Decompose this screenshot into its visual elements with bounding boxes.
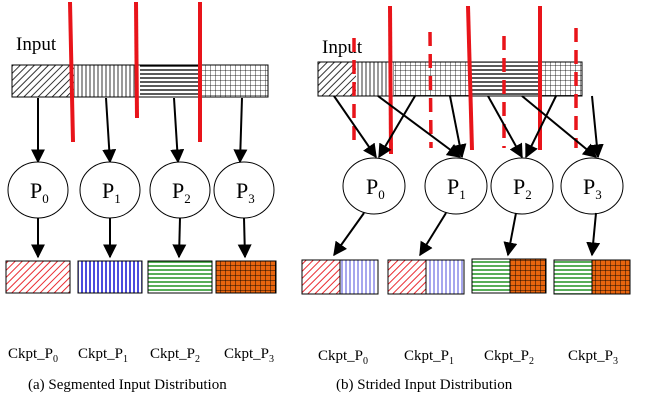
processor-label: P0	[30, 178, 49, 206]
input-bar	[11, 64, 269, 98]
distribution-arrows	[333, 95, 604, 159]
input-label: Input	[16, 34, 57, 55]
checkpoint-block-part	[387, 259, 427, 295]
checkpoint-block-part	[591, 259, 631, 295]
panel-a: Input P0 P1 P2 P3	[5, 1, 277, 393]
checkpoint-labels: Ckpt_P0 Ckpt_P1 Ckpt_P2 Ckpt_P3	[8, 346, 274, 365]
input-segment-0	[12, 65, 74, 97]
partition-lines	[352, 5, 578, 155]
input-segment-3	[430, 62, 470, 96]
processor-node	[560, 157, 624, 215]
arrow	[487, 95, 523, 159]
checkpoint-label: Ckpt_P3	[224, 346, 274, 365]
checkpoint-block-part	[339, 259, 379, 295]
arrow	[586, 212, 601, 257]
arrow	[237, 217, 252, 259]
panel-b: Input	[301, 5, 631, 393]
input-segment-2	[394, 62, 430, 96]
arrow	[378, 95, 416, 159]
checkpoint-block-part	[301, 259, 341, 295]
checkpoint-label: Ckpt_P0	[8, 346, 58, 365]
checkpoint-label: Ckpt_P1	[404, 348, 454, 367]
checkpoint-label: Ckpt_P2	[150, 346, 200, 365]
processor-label: P2	[172, 178, 191, 206]
checkpoint-block-part	[425, 259, 465, 295]
processor-label: P2	[513, 174, 532, 202]
arrow	[333, 212, 365, 257]
input-segment-3	[202, 65, 268, 97]
arrow	[503, 212, 518, 257]
checkpoint-block-part	[553, 259, 593, 295]
processor-node	[342, 157, 406, 215]
partition-line	[134, 1, 139, 119]
checkpoint-blocks	[301, 258, 631, 295]
arrow	[521, 95, 598, 158]
arrow	[419, 212, 447, 257]
processor-label: P0	[366, 174, 385, 202]
processor-node	[490, 157, 554, 215]
arrow	[449, 95, 467, 159]
input-label: Input	[322, 37, 363, 58]
processors: P0 P1 P2 P3	[342, 157, 624, 215]
processor-label: P1	[102, 178, 121, 206]
processor-node	[424, 157, 488, 215]
checkpoint-blocks	[5, 260, 277, 294]
processors: P0 P1 P2 P3	[7, 161, 275, 219]
checkpoint-label: Ckpt_P3	[568, 348, 618, 367]
arrow	[377, 95, 462, 158]
input-segment-0	[318, 62, 356, 96]
input-bar-border	[11, 64, 269, 98]
arrow	[233, 97, 248, 164]
checkpoint-block	[215, 260, 277, 294]
caption: (a) Segmented Input Distribution	[28, 377, 227, 393]
processor-label: P3	[236, 178, 255, 206]
checkpoint-labels: Ckpt_P0 Ckpt_P1 Ckpt_P2 Ckpt_P3	[318, 348, 618, 367]
checkpoint-label: Ckpt_P1	[78, 346, 128, 365]
input-bar	[317, 61, 583, 97]
checkpoint-block	[147, 260, 213, 294]
checkpoint-arrows	[31, 217, 252, 259]
arrow	[172, 217, 187, 259]
checkpoint-block	[5, 260, 71, 294]
partition-lines	[68, 1, 202, 143]
input-segment-1	[74, 65, 140, 97]
checkpoint-block-part	[471, 258, 511, 294]
checkpoint-label: Ckpt_P0	[318, 348, 368, 367]
partition-line	[466, 5, 474, 151]
arrow	[102, 97, 117, 164]
processor-label: P3	[583, 174, 602, 202]
distribution-arrows	[31, 97, 248, 164]
checkpoint-arrows	[333, 212, 601, 257]
input-segment-4	[470, 62, 508, 96]
input-segment-5	[508, 62, 542, 96]
checkpoint-block	[77, 260, 143, 294]
arrow	[589, 95, 604, 159]
partition-line	[388, 5, 393, 155]
partition-line	[68, 1, 75, 143]
caption: (b) Strided Input Distribution	[336, 377, 513, 393]
input-segment-1	[356, 62, 394, 96]
arrow	[525, 95, 557, 159]
arrow	[170, 97, 185, 164]
processor-label: P1	[447, 174, 466, 202]
input-segment-2	[140, 65, 202, 97]
partition-line-dashed	[428, 31, 433, 149]
arrow	[333, 95, 377, 159]
checkpoint-label: Ckpt_P2	[484, 348, 534, 367]
checkpoint-block-part	[509, 258, 547, 294]
